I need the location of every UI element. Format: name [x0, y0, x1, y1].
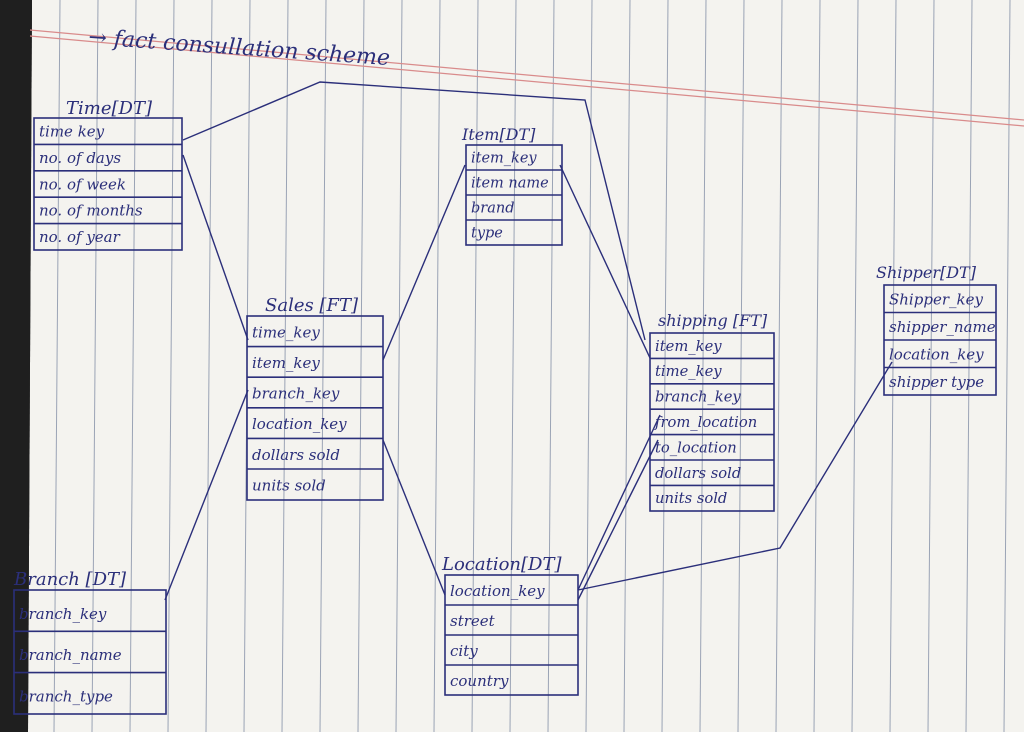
ruled-line	[547, 0, 555, 732]
ruled-line	[965, 0, 973, 732]
time-to-item-line	[182, 81, 646, 341]
table-border	[33, 117, 183, 251]
table-field: item name	[471, 176, 549, 192]
ruled-line	[471, 0, 479, 732]
table-rows: item_key time_key branch_key from_locationt…	[650, 338, 774, 507]
table-border	[649, 332, 775, 512]
ruled-line	[775, 0, 783, 732]
ruled-line	[91, 0, 99, 732]
table-title: Sales [FT]	[265, 295, 359, 316]
table-rows: branch_key branch_name branch_type	[14, 605, 166, 706]
table-field: dollars sold	[252, 446, 340, 464]
table-border	[13, 589, 167, 715]
ruled-line	[509, 0, 517, 732]
table-field: units sold	[252, 476, 326, 494]
table-field: Shipper_key	[889, 290, 983, 308]
ruled-line	[851, 0, 859, 732]
table-field: branch_type	[19, 688, 113, 706]
margin-line	[29, 35, 1024, 127]
table-field: shipper_name	[889, 318, 996, 336]
location-to-shipper-line	[577, 361, 893, 591]
table-title: Item[DT]	[461, 125, 536, 144]
table-title: shipping [FT]	[658, 311, 768, 330]
table-field: location_key	[450, 582, 545, 600]
table-rows: Shipper_key shipper_name location_keyshipp…	[884, 290, 996, 391]
ruled-line	[129, 0, 137, 732]
table-field: country	[450, 672, 509, 690]
table-field: location_key	[252, 415, 347, 433]
table-field: no. of year	[39, 228, 121, 246]
sales-to-location-line	[382, 439, 446, 596]
ruled-line	[623, 0, 631, 732]
ruled-line	[433, 0, 441, 732]
table-field: item_key	[655, 338, 722, 355]
ruled-line	[927, 0, 935, 732]
table-sales: Sales [FT] time_key item_key branch_keyloc…	[246, 295, 384, 501]
table-field: time_key	[252, 323, 320, 341]
table-branch: Branch [DT] branch_keybranch_namebranch_…	[13, 569, 167, 715]
table-title: Shipper[DT]	[876, 263, 977, 282]
ruled-lines	[53, 0, 1011, 732]
table-field: shipper type	[889, 373, 984, 391]
branch-to-sales-line	[164, 389, 249, 601]
paper-sheet	[28, 0, 1024, 732]
ruled-line	[813, 0, 821, 732]
table-field: no. of months	[39, 202, 143, 220]
item-to-sales-line	[382, 164, 466, 361]
table-field: brand	[471, 201, 514, 217]
table-field: type	[471, 226, 503, 242]
table-field: no. of days	[39, 149, 121, 167]
table-field: from_location	[654, 414, 757, 431]
table-field: branch_key	[19, 605, 107, 623]
ruled-line	[53, 0, 61, 732]
table-field: street	[450, 612, 496, 630]
time-to-sales-line	[182, 154, 249, 341]
table-field: dollars sold	[655, 465, 741, 482]
ruled-line	[661, 0, 669, 732]
table-field: branch_key	[655, 389, 741, 406]
table-time: Time[DT] time key no. of days no. of week n…	[33, 98, 183, 251]
ruled-line	[281, 0, 289, 732]
ruled-line	[319, 0, 327, 732]
table-field: item_key	[252, 354, 320, 372]
table-field: branch_key	[252, 385, 340, 403]
ruled-line	[737, 0, 745, 732]
ruled-line	[205, 0, 213, 732]
table-field: time key	[39, 122, 105, 140]
table-field: location_key	[889, 345, 984, 363]
ruled-line	[699, 0, 707, 732]
table-rows: time key no. of days no. of week no. of mon…	[34, 122, 182, 246]
table-title: Time[DT]	[66, 98, 153, 119]
ruled-line	[167, 0, 175, 732]
margin-line	[29, 29, 1024, 121]
table-field: no. of week	[39, 175, 126, 193]
table-field: time_key	[655, 363, 722, 380]
table-field: to_location	[655, 439, 737, 456]
dark-page-edge	[0, 0, 32, 732]
table-title: Branch [DT]	[13, 569, 127, 590]
table-field: branch_name	[19, 646, 122, 664]
table-field: units sold	[655, 490, 727, 507]
table-field: item_key	[471, 151, 537, 167]
table-rows: time_key item_key branch_key location_keydo…	[247, 323, 383, 494]
item-to-shipping-line	[559, 164, 651, 359]
location-to-shipping-from-line	[577, 414, 661, 591]
ruled-line	[1003, 0, 1011, 732]
location-to-shipping-to-line	[577, 439, 659, 601]
relationship-lines	[164, 81, 893, 601]
ruled-line	[395, 0, 403, 732]
table-shipper: Shipper[DT] Shipper_key shipper_namelocat…	[876, 263, 997, 396]
table-title: Location[DT]	[441, 554, 562, 575]
table-field: city	[450, 642, 478, 660]
table-shipping: shipping [FT] item_key time_key branch_key…	[649, 311, 775, 512]
ruled-line	[357, 0, 365, 732]
ruled-line	[889, 0, 897, 732]
